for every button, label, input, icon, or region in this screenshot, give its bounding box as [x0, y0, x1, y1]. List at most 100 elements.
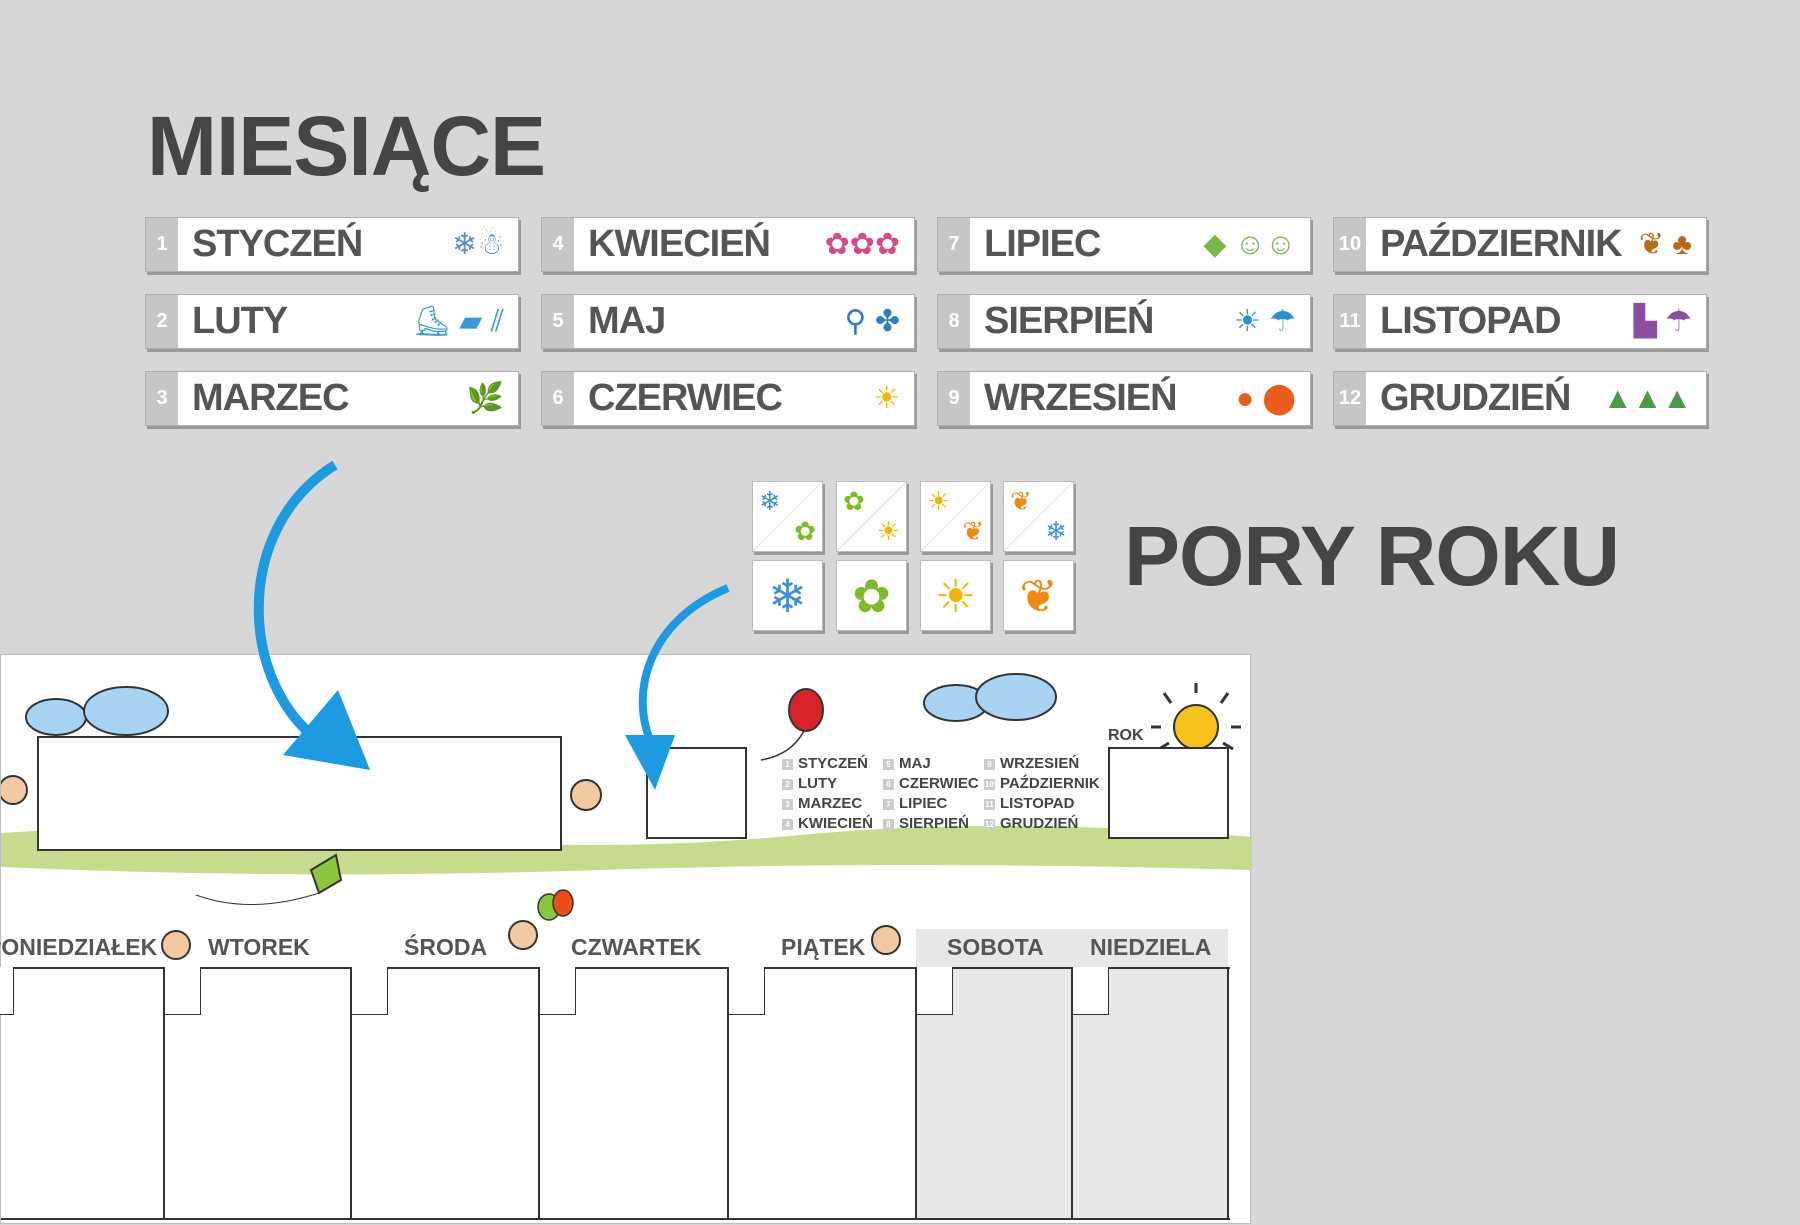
- month-number: 11: [1334, 295, 1366, 348]
- spring-summer-icon[interactable]: ✿☀: [836, 481, 907, 552]
- month-number: 10: [1334, 218, 1366, 271]
- month-list-label: MARZEC: [798, 795, 863, 812]
- balloon-icon: [760, 688, 824, 761]
- season-field[interactable]: [646, 747, 747, 839]
- balloons-icon: [537, 889, 574, 921]
- sun-sunglasses-icon: ☀: [873, 382, 900, 415]
- grid-column-line: [727, 967, 729, 1219]
- day-number-box[interactable]: [0, 967, 14, 1015]
- month-list-item: 6 CZERWIEC: [883, 775, 979, 792]
- month-list-label: SIERPIEŃ: [899, 815, 970, 832]
- season-glyph: ✿: [843, 486, 865, 516]
- season-glyph: ❄: [1045, 516, 1067, 546]
- month-list-number: 6: [883, 779, 894, 790]
- autumn-winter-icon[interactable]: ❦❄: [1003, 481, 1074, 552]
- day-number-box[interactable]: [728, 967, 765, 1015]
- month-number: 5: [542, 295, 574, 348]
- tulips-icon: ✿✿✿: [824, 228, 900, 261]
- season-glyph: ❦: [1010, 486, 1032, 516]
- summer-icon[interactable]: ☀: [920, 560, 991, 631]
- season-glyph: ✿: [794, 516, 816, 546]
- kite-kids-icon: ◆ ☺☺: [1203, 228, 1296, 261]
- winter-spring-icon[interactable]: ❄✿: [752, 481, 823, 552]
- season-glyph: ❄: [768, 569, 807, 622]
- child-figures-icon: [1, 775, 901, 960]
- boots-umbrella-icon: ▙ ☂: [1633, 305, 1692, 338]
- month-number: 1: [146, 218, 178, 271]
- season-glyph: ❄: [759, 486, 781, 516]
- snowy-trees-icon: ▲▲▲: [1602, 381, 1692, 415]
- apples-pumpkin-icon: ● ⬤: [1235, 382, 1296, 415]
- kite-icon: [195, 853, 343, 905]
- month-card[interactable]: 1 STYCZEŃ ❄☃: [145, 217, 519, 272]
- month-list-label: CZERWIEC: [899, 775, 979, 792]
- month-label: SIERPIEŃ: [984, 300, 1154, 342]
- month-list-number: 4: [782, 819, 793, 830]
- autumn-icon[interactable]: ❦: [1003, 560, 1074, 631]
- day-number-box[interactable]: [916, 967, 953, 1015]
- month-card[interactable]: 8 SIERPIEŃ ☀ ☂: [937, 294, 1311, 349]
- month-number: 3: [146, 372, 178, 425]
- month-label: LIPIEC: [984, 223, 1101, 265]
- weekday-header: PONIEDZIAŁEK: [0, 934, 158, 960]
- month-label: MARZEC: [192, 377, 350, 419]
- month-card[interactable]: 3 MARZEC 🌿: [145, 371, 519, 426]
- snowman-icon: ❄☃: [451, 228, 504, 261]
- month-number: 4: [542, 218, 574, 271]
- beach-umbrella-icon: ☀ ☂: [1233, 305, 1296, 338]
- day-number-box[interactable]: [351, 967, 388, 1015]
- bike-icon: ⚲ ✤: [844, 305, 900, 338]
- month-name-field[interactable]: [37, 736, 562, 851]
- summer-autumn-icon[interactable]: ☀❦: [920, 481, 991, 552]
- month-label: GRUDZIEŃ: [1380, 377, 1571, 419]
- grid-top-line: [1, 967, 1230, 969]
- weekday-header: SOBOTA: [947, 934, 1044, 960]
- day-number-box[interactable]: [539, 967, 576, 1015]
- month-label: STYCZEŃ: [192, 223, 363, 265]
- leaves-acorn-icon: ❦ ♣: [1638, 228, 1692, 261]
- month-card[interactable]: 9 WRZESIEŃ ● ⬤: [937, 371, 1311, 426]
- season-glyph: ✿: [852, 569, 891, 622]
- branch-icon: 🌿: [466, 382, 504, 415]
- month-label: LUTY: [192, 300, 288, 342]
- month-label: CZERWIEC: [588, 377, 783, 419]
- winter-icon[interactable]: ❄: [752, 560, 823, 631]
- weekday-header: NIEDZIELA: [1090, 934, 1212, 960]
- year-field[interactable]: [1108, 747, 1229, 839]
- month-number: 8: [938, 295, 970, 348]
- month-list-label: STYCZEŃ: [798, 755, 869, 772]
- month-number: 9: [938, 372, 970, 425]
- month-list-number: 5: [883, 759, 894, 770]
- month-card[interactable]: 7 LIPIEC ◆ ☺☺: [937, 217, 1311, 272]
- spring-icon[interactable]: ✿: [836, 560, 907, 631]
- month-number: 7: [938, 218, 970, 271]
- grid-column-line: [538, 967, 540, 1219]
- season-glyph: ☀: [876, 516, 900, 546]
- month-list-number: 12: [984, 819, 995, 830]
- season-glyph: ❦: [1019, 569, 1058, 622]
- month-list-label: LIPIEC: [899, 795, 948, 812]
- year-label: ROK: [1108, 727, 1144, 744]
- month-list-label: MAJ: [899, 755, 931, 772]
- month-label: WRZESIEŃ: [984, 377, 1178, 419]
- month-list-number: 11: [984, 799, 995, 810]
- day-number-box[interactable]: [1072, 967, 1109, 1015]
- month-list-label: LUTY: [798, 775, 838, 792]
- day-number-box[interactable]: [164, 967, 201, 1015]
- season-glyph: ☀: [927, 486, 951, 516]
